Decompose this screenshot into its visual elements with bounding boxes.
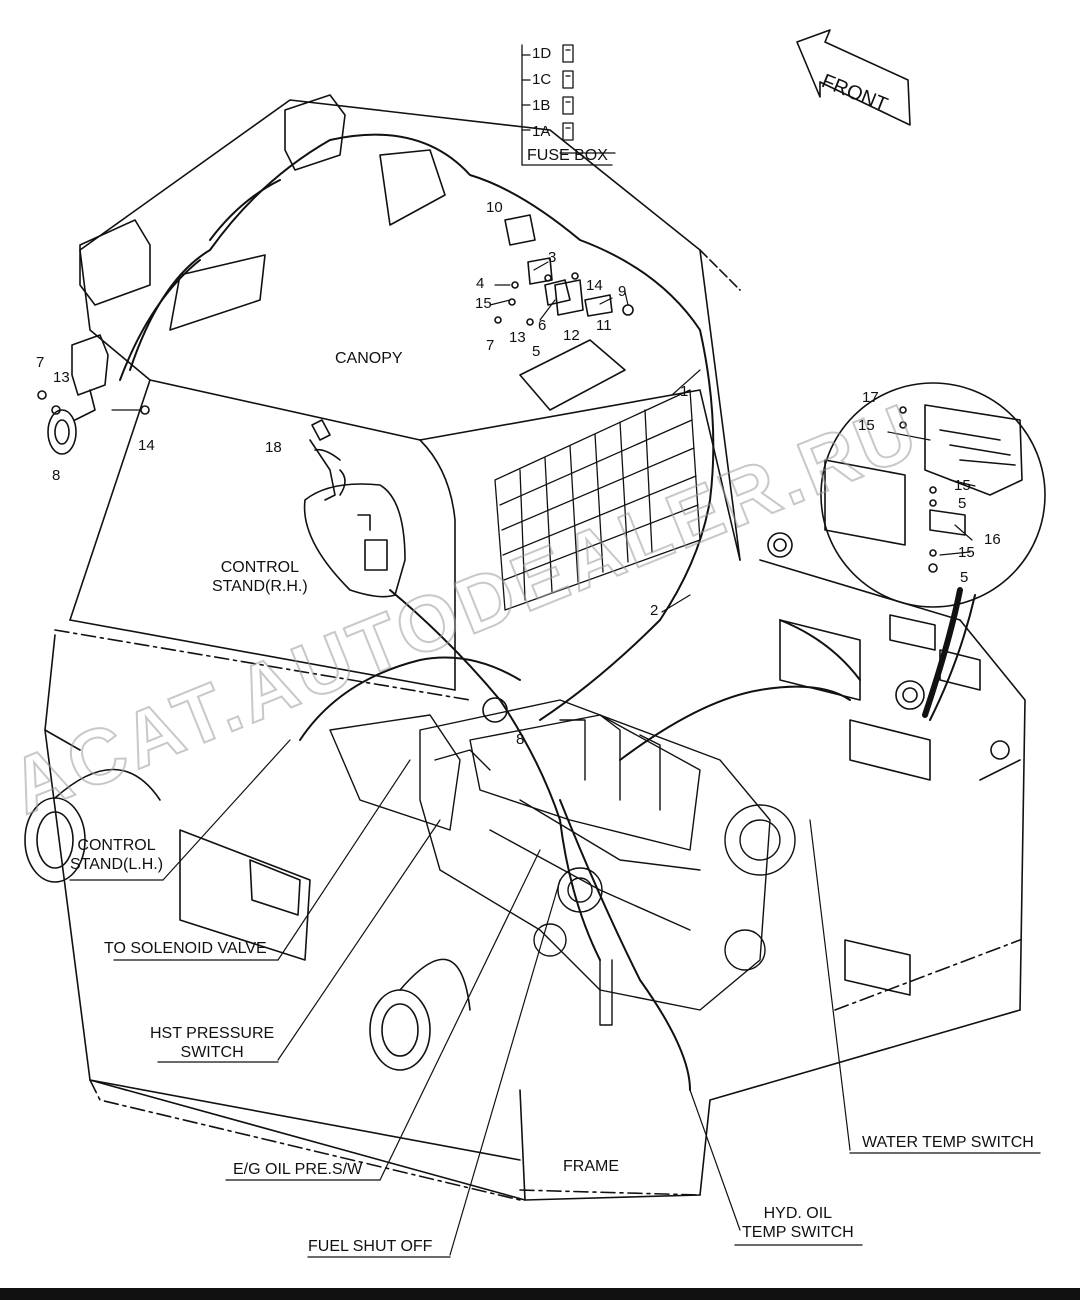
- part-number-15: 15: [475, 295, 492, 312]
- part-number-5-detail-low: 5: [960, 569, 969, 586]
- part-number-3: 3: [548, 249, 557, 266]
- hydraulic-components: [24, 532, 1010, 1071]
- fuel-shut-off-label: FUEL SHUT OFF: [308, 1238, 433, 1255]
- part-number-12: 12: [563, 327, 580, 344]
- control-stand-rh-drawing: [303, 419, 406, 598]
- hyd-oil-temp-switch-line2: TEMP SWITCH: [742, 1224, 854, 1241]
- fuse-box-title: FUSE BOX: [527, 147, 608, 164]
- part-number-10: 10: [486, 199, 503, 216]
- part-number-14: 14: [586, 277, 603, 294]
- control-stand-lh-label: CONTROL STAND(L.H.): [70, 836, 163, 874]
- engine: [329, 699, 796, 1026]
- part-number-13: 13: [509, 329, 526, 346]
- part-number-6: 6: [538, 317, 547, 334]
- part-number-4: 4: [476, 275, 485, 292]
- fuse-1b-label: 1B: [532, 97, 551, 114]
- control-stand-rh-label: CONTROL STAND(R.H.): [212, 558, 308, 596]
- leader-lines: [111, 152, 976, 1256]
- water-temp-switch-label: WATER TEMP SWITCH: [862, 1134, 1034, 1151]
- fuse-1a-label: 1A: [532, 123, 551, 140]
- horn-drawing: [37, 334, 150, 455]
- canopy-outline: [44, 99, 741, 751]
- bottom-border: [0, 1288, 1080, 1300]
- part-number-18: 18: [265, 439, 282, 456]
- part-number-14-horn: 14: [138, 437, 155, 454]
- frame-label: FRAME: [563, 1158, 619, 1175]
- part-number-8-engine: 8: [516, 731, 525, 748]
- hst-pressure-switch-label: HST PRESSURE SWITCH: [150, 1024, 274, 1062]
- frame-outline: [44, 559, 1026, 1201]
- part-number-9: 9: [618, 283, 627, 300]
- control-stand-rh-line2: STAND(R.H.): [212, 578, 308, 595]
- part-number-13-horn: 13: [53, 369, 70, 386]
- detail-circle: [820, 382, 1046, 721]
- hst-pressure-switch-line1: HST PRESSURE: [150, 1025, 275, 1042]
- control-stand-lh-line1: CONTROL: [77, 837, 156, 854]
- part-number-15-detail-low: 15: [958, 544, 975, 561]
- canopy-label: CANOPY: [335, 350, 403, 367]
- harness: [119, 133, 861, 1091]
- lamps: [79, 94, 626, 411]
- part-number-2: 2: [650, 602, 659, 619]
- part-number-7: 7: [486, 337, 495, 354]
- hst-pressure-switch-line2: SWITCH: [180, 1044, 244, 1061]
- part-number-8-horn: 8: [52, 467, 61, 484]
- part-number-16: 16: [984, 531, 1001, 548]
- control-stand-lh-line2: STAND(L.H.): [70, 856, 164, 873]
- part-number-5-detail-mid: 5: [958, 495, 967, 512]
- part-number-7-horn: 7: [36, 354, 45, 371]
- part-number-1: 1: [680, 383, 689, 400]
- part-number-5: 5: [532, 343, 541, 360]
- to-solenoid-valve-label: TO SOLENOID VALVE: [104, 940, 267, 957]
- fuse-1c-label: 1C: [532, 71, 552, 88]
- front-arrow: [796, 29, 911, 126]
- hyd-oil-temp-switch-label: HYD. OIL TEMP SWITCH: [742, 1204, 854, 1242]
- label-underlines: [69, 164, 1041, 1258]
- fuse-icons: [521, 44, 574, 166]
- control-stand-rh-line1: CONTROL: [220, 559, 299, 576]
- part-number-11: 11: [596, 317, 612, 334]
- eg-oil-pressure-switch-label: E/G OIL PRE.S/W: [233, 1161, 363, 1178]
- part-number-15-detail-mid: 15: [954, 477, 971, 494]
- hyd-oil-temp-switch-line1: HYD. OIL: [763, 1205, 833, 1222]
- part-number-15-detail-top: 15: [858, 417, 875, 434]
- fuse-1d-label: 1D: [532, 45, 552, 62]
- part-number-17: 17: [862, 389, 879, 406]
- relay-cluster: [494, 214, 634, 326]
- rear-grille: [494, 389, 701, 611]
